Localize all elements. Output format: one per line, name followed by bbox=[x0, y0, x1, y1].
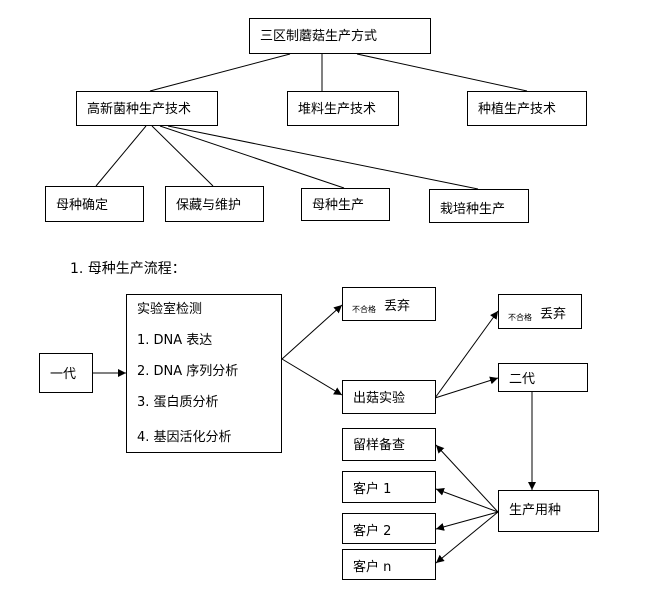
lab-testing-box: 实验室检测 1. DNA 表达 2. DNA 序列分析 3. 蛋白质分析 4. … bbox=[126, 294, 282, 453]
tree-line-root-to-hightech bbox=[149, 53, 291, 92]
tree-line-hightech-to-mother-production bbox=[159, 125, 345, 189]
arrow-fruiting-to-second-gen bbox=[434, 376, 499, 399]
root-node: 三区制蘑菇生产方式 bbox=[249, 18, 431, 54]
first-generation-box: 一代 bbox=[39, 353, 93, 393]
arrow-lab-to-fruiting bbox=[281, 358, 343, 396]
root-node-label: 三区制蘑菇生产方式 bbox=[260, 29, 378, 44]
arrow-lab-to-discard bbox=[281, 304, 343, 360]
tree-node-label: 高新菌种生产技术 bbox=[87, 102, 192, 117]
discard-prefix: 不合格 bbox=[508, 313, 532, 322]
fruiting-test-label: 出菇实验 bbox=[353, 391, 406, 406]
fruiting-test-box: 出菇实验 bbox=[342, 380, 436, 414]
tree-node-label: 母种确定 bbox=[56, 198, 109, 213]
customer-label: 客户 n bbox=[353, 560, 392, 575]
tree-line-hightech-to-mother-seed bbox=[95, 125, 147, 187]
arrow-production-to-sample bbox=[435, 444, 499, 513]
production-seed-box: 生产用种 bbox=[498, 490, 599, 532]
flow-heading: 1. 母种生产流程： bbox=[70, 261, 186, 277]
sample-check-box: 留样备查 bbox=[342, 428, 436, 461]
tree-node-label: 栽培种生产 bbox=[440, 202, 506, 217]
tree-node-label: 堆料生产技术 bbox=[298, 102, 377, 117]
tree-node-mother-seed-production: 母种生产 bbox=[301, 188, 390, 221]
arrow-production-to-customer-n bbox=[435, 511, 499, 564]
tree-node-cultivation-seed: 栽培种生产 bbox=[429, 189, 529, 223]
lab-testing-title: 实验室检测 bbox=[137, 302, 203, 317]
tree-node-high-tech-spawn: 高新菌种生产技术 bbox=[76, 91, 218, 126]
discard-label: 丢弃 bbox=[384, 299, 411, 314]
discard-box-1: 不合格 丢弃 bbox=[342, 287, 436, 321]
sample-check-label: 留样备查 bbox=[353, 438, 406, 453]
tree-node-mother-seed-determination: 母种确定 bbox=[45, 186, 144, 222]
arrow-production-to-customer-1 bbox=[435, 488, 499, 513]
second-generation-box: 二代 bbox=[498, 363, 588, 392]
discard-box-2: 不合格 丢弃 bbox=[498, 294, 582, 329]
discard-label: 丢弃 bbox=[540, 307, 567, 322]
second-generation-label: 二代 bbox=[509, 372, 536, 387]
first-generation-label: 一代 bbox=[50, 367, 77, 382]
tree-node-planting: 种植生产技术 bbox=[467, 91, 587, 126]
tree-line-hightech-to-preserve bbox=[151, 125, 214, 187]
tree-line-hightech-to-cultivation bbox=[167, 125, 479, 190]
lab-item-gene-activation: 4. 基因活化分析 bbox=[137, 430, 232, 445]
tree-node-compost: 堆料生产技术 bbox=[287, 91, 399, 126]
arrow-production-to-customer-2 bbox=[435, 511, 499, 531]
customer-label: 客户 2 bbox=[353, 524, 392, 539]
tree-node-label: 种植生产技术 bbox=[478, 102, 557, 117]
tree-node-label: 母种生产 bbox=[312, 198, 365, 213]
lab-item-dna-sequence: 2. DNA 序列分析 bbox=[137, 364, 239, 379]
lab-item-protein: 3. 蛋白质分析 bbox=[137, 395, 219, 410]
customer-label: 客户 1 bbox=[353, 482, 392, 497]
customer-n-box: 客户 n bbox=[342, 549, 436, 580]
customer-2-box: 客户 2 bbox=[342, 513, 436, 544]
tree-node-preservation: 保藏与维护 bbox=[165, 186, 264, 222]
customer-1-box: 客户 1 bbox=[342, 471, 436, 503]
discard-prefix: 不合格 bbox=[352, 305, 376, 314]
production-seed-label: 生产用种 bbox=[509, 503, 562, 518]
tree-node-label: 保藏与维护 bbox=[176, 198, 242, 213]
tree-line-root-to-planting bbox=[356, 53, 528, 92]
lab-item-dna-expression: 1. DNA 表达 bbox=[137, 333, 213, 348]
arrow-fruiting-to-discard bbox=[434, 310, 499, 399]
